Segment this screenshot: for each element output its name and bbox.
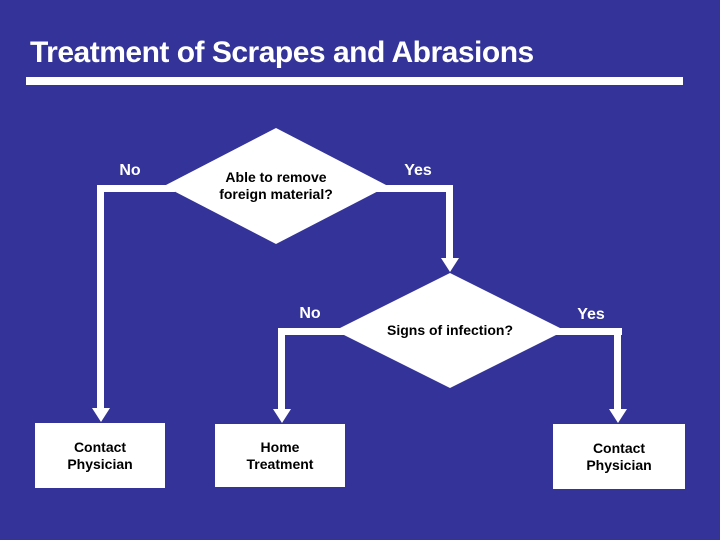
branch-label-yes-1: Yes bbox=[404, 162, 432, 179]
outcome-text-line: Contact bbox=[592, 439, 646, 456]
arrowhead-down-icon bbox=[273, 409, 291, 423]
connector-yes-1-vertical bbox=[446, 185, 453, 260]
arrowhead-down-icon bbox=[609, 409, 627, 423]
connector-yes-2-vertical bbox=[614, 328, 621, 410]
title-underline-bar bbox=[26, 77, 683, 85]
outcome-box-home-treatment: Home Treatment bbox=[215, 424, 345, 487]
connector-no-2-vertical bbox=[278, 328, 285, 410]
page-title: Treatment of Scrapes and Abrasions bbox=[30, 36, 534, 69]
branch-label-no-2: No bbox=[299, 305, 321, 322]
connector-no-2-horizontal bbox=[278, 328, 348, 335]
outcome-text-line: Physician bbox=[67, 455, 133, 472]
decision-text-line: foreign material? bbox=[219, 186, 333, 202]
branch-label-yes-2: Yes bbox=[577, 306, 605, 323]
decision-diamond-signs-of-infection: Signs of infection? bbox=[335, 273, 565, 388]
decision-text-line: Able to remove bbox=[225, 169, 327, 185]
outcome-text-line: Treatment bbox=[246, 455, 314, 472]
connector-yes-1-horizontal bbox=[375, 185, 453, 192]
decision-text-line: Signs of infection? bbox=[387, 322, 513, 338]
connector-no-1-horizontal bbox=[97, 185, 175, 192]
outcome-text-line: Home bbox=[260, 438, 300, 455]
arrowhead-down-icon bbox=[92, 408, 110, 422]
outcome-text-line: Physician bbox=[586, 456, 652, 473]
outcome-box-contact-physician-left: Contact Physician bbox=[35, 423, 165, 488]
connector-yes-2-horizontal bbox=[552, 328, 622, 335]
arrowhead-down-icon bbox=[441, 258, 459, 272]
connector-no-1-vertical bbox=[97, 185, 104, 410]
outcome-text-line: Contact bbox=[73, 438, 127, 455]
outcome-box-contact-physician-right: Contact Physician bbox=[553, 424, 685, 489]
branch-label-no-1: No bbox=[119, 162, 141, 179]
decision-diamond-foreign-material: Able to remove foreign material? bbox=[164, 128, 388, 244]
